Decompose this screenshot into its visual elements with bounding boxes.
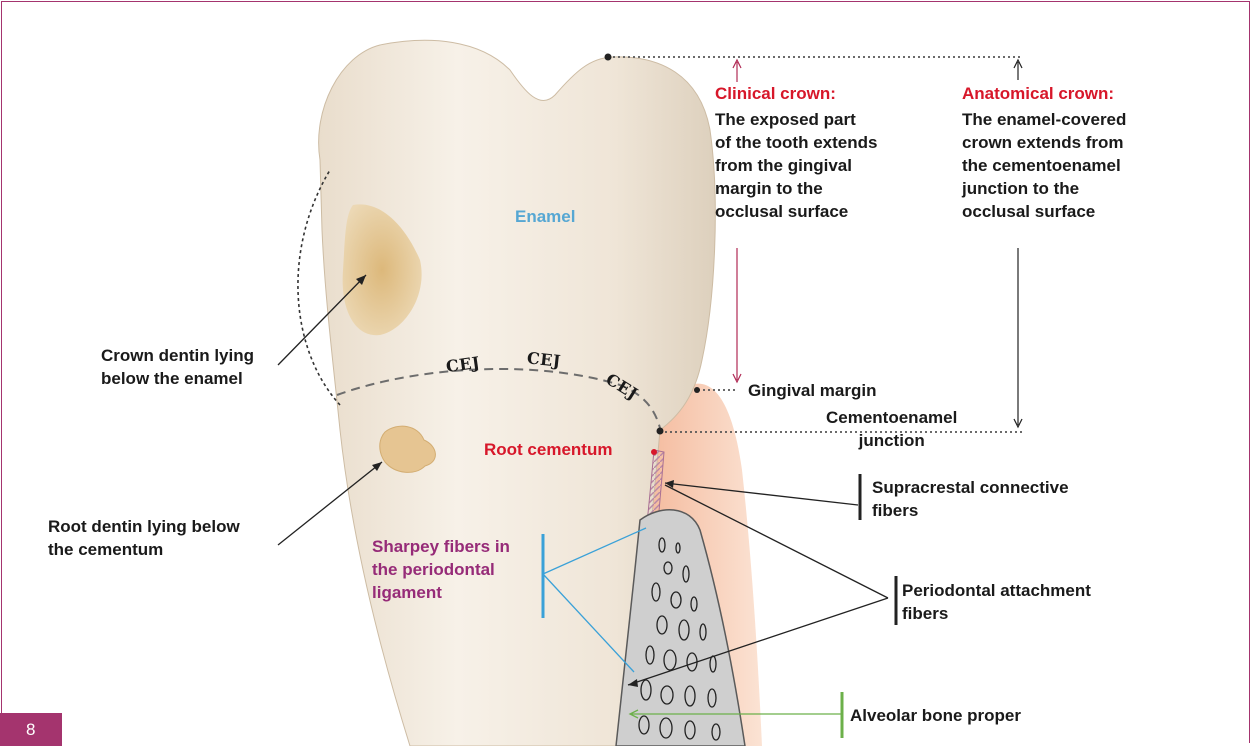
label-enamel: Enamel (515, 205, 575, 228)
label-cementoenamel-junction: Cementoenamel junction (826, 406, 957, 452)
label-root-dentin: Root dentin lying below the cementum (48, 515, 240, 561)
label-crown-dentin: Crown dentin lying below the enamel (101, 344, 254, 390)
label-supracrestal-fibers: Supracrestal connective fibers (872, 476, 1069, 522)
label-clinical-crown-title: Clinical crown: (715, 82, 836, 105)
label-clinical-crown-body: The exposed part of the tooth extends fr… (715, 108, 877, 223)
label-anatomical-crown-title: Anatomical crown: (962, 82, 1114, 105)
page-number-tab: 8 (0, 713, 62, 746)
label-sharpey-fibers: Sharpey fibers in the periodontal ligame… (372, 535, 510, 604)
cej-mark: CEJ (526, 348, 562, 370)
label-periodontal-fibers: Periodontal attachment fibers (902, 579, 1091, 625)
label-gingival-margin: Gingival margin (748, 379, 876, 402)
label-alveolar-bone: Alveolar bone proper (850, 704, 1021, 727)
label-anatomical-crown-body: The enamel-covered crown extends from th… (962, 108, 1126, 223)
label-root-cementum: Root cementum (484, 438, 612, 461)
